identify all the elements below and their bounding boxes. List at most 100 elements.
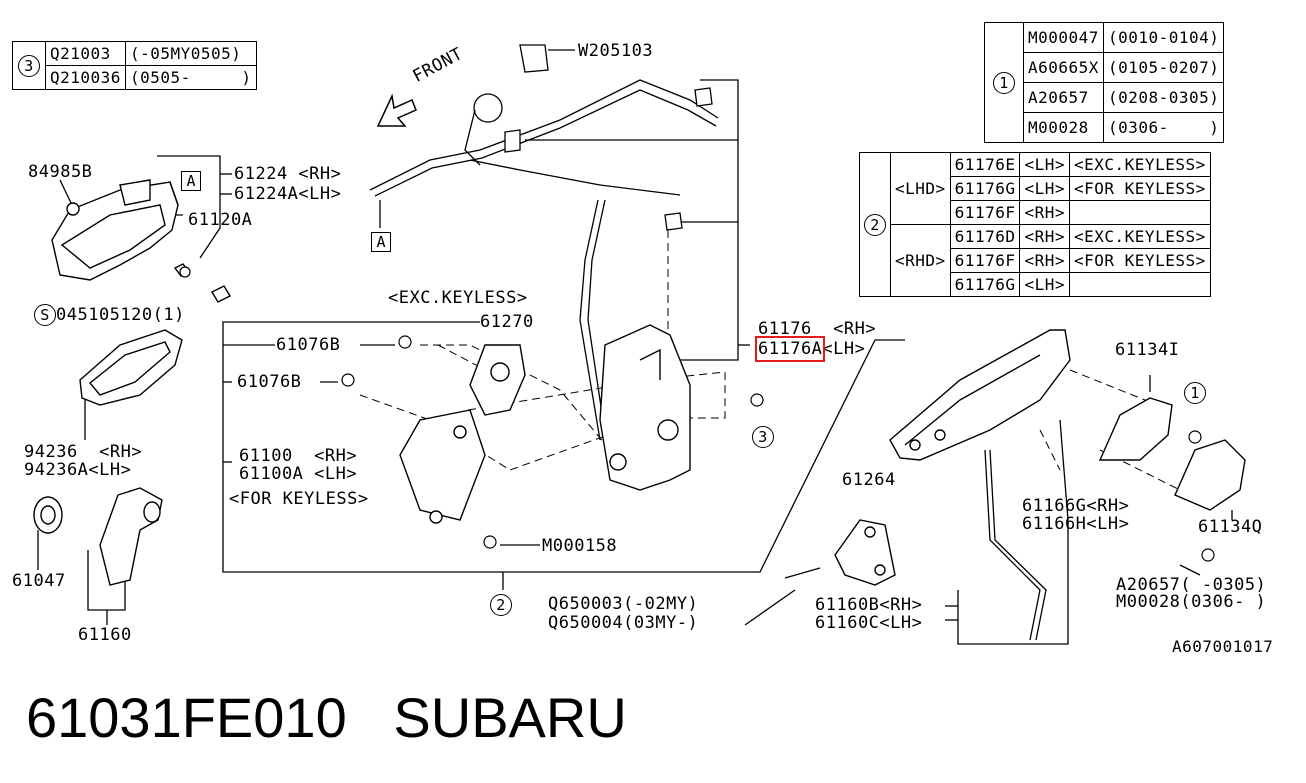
note: <EXC.KEYLESS> bbox=[1069, 224, 1211, 249]
caption-part-number: 61031FE010 bbox=[26, 686, 347, 749]
ref-box-a: A bbox=[181, 171, 201, 191]
part-number: 61176G bbox=[949, 176, 1021, 201]
label-61166h[interactable]: 61166H<LH> bbox=[1022, 514, 1130, 534]
label-94236a[interactable]: 94236A<LH> bbox=[24, 460, 132, 480]
label-q650003[interactable]: Q650003(-02MY) bbox=[548, 594, 699, 614]
group-lhd: <LHD> bbox=[890, 152, 951, 225]
label-61076b[interactable]: 61076B bbox=[276, 335, 341, 355]
front-arrow bbox=[376, 93, 417, 127]
label-m000158[interactable]: M000158 bbox=[542, 536, 618, 556]
note bbox=[1069, 200, 1211, 225]
ref-mark-1: 1 bbox=[1184, 382, 1206, 404]
label-61224a[interactable]: 61224A<LH> bbox=[234, 184, 342, 204]
note bbox=[1069, 272, 1211, 297]
table-row: M00028 (0306- ) bbox=[985, 112, 1225, 143]
caption: 61031FE010 SUBARU bbox=[26, 686, 627, 750]
part-number: 61176E bbox=[949, 152, 1021, 177]
date-range: (-05MY0505) bbox=[124, 41, 257, 66]
table-row: 61176G <LH> <FOR KEYLESS> bbox=[860, 176, 1211, 201]
table-row: 2 <LHD> 61176E <LH> <EXC.KEYLESS> bbox=[859, 152, 1211, 297]
note: <FOR KEYLESS> bbox=[1069, 176, 1211, 201]
side: <LH> bbox=[1019, 176, 1070, 201]
side: <LH> bbox=[1019, 152, 1070, 177]
table-row: A60665X (0105-0207) bbox=[985, 52, 1225, 83]
lock-61100 bbox=[399, 409, 486, 524]
cable-clips bbox=[464, 44, 713, 231]
label-61264[interactable]: 61264 bbox=[842, 470, 896, 490]
date-range: (0105-0207) bbox=[1102, 52, 1225, 83]
label-61120a[interactable]: 61120A bbox=[188, 210, 253, 230]
cable-assembly bbox=[369, 79, 1047, 641]
label-94236[interactable]: 94236 <RH> bbox=[24, 442, 143, 462]
part-number: M000047 bbox=[1023, 22, 1104, 53]
label-61160b[interactable]: 61160B<RH> bbox=[815, 595, 923, 615]
kit-frame bbox=[222, 321, 905, 573]
label-61100a[interactable]: 61100A <LH> bbox=[239, 464, 358, 484]
label-61100[interactable]: 61100 <RH> bbox=[239, 446, 358, 466]
group-rhd: <RHD> bbox=[890, 224, 951, 297]
label-61160c[interactable]: 61160C<LH> bbox=[815, 613, 923, 633]
diagram-id: A607001017 bbox=[1172, 637, 1274, 656]
table-row: <RHD> 61176D <RH> <EXC.KEYLESS> bbox=[860, 224, 1211, 297]
bracket-61160b bbox=[957, 520, 1069, 645]
leader-61224 bbox=[157, 155, 221, 259]
side: <RH> bbox=[1019, 248, 1070, 273]
date-range: (0208-0305) bbox=[1102, 82, 1225, 113]
table-ref2: 2 <LHD> 61176E <LH> <EXC.KEYLESS> 61176G… bbox=[859, 152, 1211, 297]
table-row: 1 M000047 (0010-0104) bbox=[984, 22, 1225, 143]
part-number: 61176D bbox=[949, 224, 1021, 249]
table-ref1: 1 M000047 (0010-0104) A60665X (0105-0207… bbox=[984, 22, 1225, 143]
part-number: Q210036 bbox=[45, 65, 126, 90]
date-range: (0505- ) bbox=[124, 65, 257, 90]
label-61176[interactable]: 61176 <RH> bbox=[758, 319, 877, 339]
label-61224[interactable]: 61224 <RH> bbox=[234, 164, 342, 184]
note: <EXC.KEYLESS> bbox=[1069, 152, 1211, 177]
part-number: Q21003 bbox=[45, 41, 126, 66]
label-61160[interactable]: 61160 bbox=[78, 625, 132, 645]
bracket-61176 bbox=[680, 79, 739, 361]
table-row: 61176G <LH> bbox=[860, 272, 1211, 297]
leader-84985b bbox=[59, 179, 73, 206]
striker-61264 bbox=[834, 519, 896, 586]
table-row: 61176F <RH> <FOR KEYLESS> bbox=[860, 248, 1211, 273]
label-exc-keyless: <EXC.KEYLESS> bbox=[388, 288, 528, 308]
label-61166g[interactable]: 61166G<RH> bbox=[1022, 496, 1130, 516]
ref-mark-3: 3 bbox=[18, 54, 40, 77]
caption-brand: SUBARU bbox=[393, 686, 627, 749]
ref-box-a: A bbox=[371, 232, 391, 252]
screw-mark: S bbox=[34, 304, 56, 326]
outer-handle-61134 bbox=[889, 329, 1246, 511]
ref-mark-2: 2 bbox=[490, 594, 512, 616]
note: <FOR KEYLESS> bbox=[1069, 248, 1211, 273]
part-number: 61176G bbox=[949, 272, 1021, 297]
part-number: 61176F bbox=[949, 200, 1021, 225]
label-84985b[interactable]: 84985B bbox=[28, 162, 93, 182]
seal-94236 bbox=[79, 329, 183, 406]
table-row: Q210036 (0505- ) bbox=[13, 65, 257, 90]
part-number: A20657 bbox=[1023, 82, 1104, 113]
ref-mark-3: 3 bbox=[752, 426, 774, 448]
ref-mark-1: 1 bbox=[993, 71, 1015, 94]
label-w205103[interactable]: W205103 bbox=[578, 41, 654, 61]
actuator-61270 bbox=[469, 344, 526, 416]
label-q650004[interactable]: Q650004(03MY-) bbox=[548, 613, 699, 633]
bolts bbox=[179, 266, 1215, 579]
label-61176a-highlighted[interactable]: 61176A bbox=[754, 336, 826, 362]
label-61176a-side: <LH> bbox=[822, 339, 866, 359]
label-m00028[interactable]: M00028(0306- ) bbox=[1116, 592, 1267, 612]
label-screw[interactable]: 045105120(1) bbox=[56, 305, 185, 325]
grommet-61047 bbox=[33, 496, 63, 534]
date-range: (0306- ) bbox=[1102, 112, 1225, 143]
rod-61160 bbox=[99, 487, 163, 586]
label-61270[interactable]: 61270 bbox=[480, 312, 534, 332]
part-number: 61176F bbox=[949, 248, 1021, 273]
side: <RH> bbox=[1019, 224, 1070, 249]
label-61134q[interactable]: 61134Q bbox=[1198, 517, 1263, 537]
label-a20657[interactable]: A20657( -0305) bbox=[1116, 575, 1267, 595]
date-range: (0010-0104) bbox=[1102, 22, 1225, 53]
label-61134i[interactable]: 61134I bbox=[1115, 340, 1180, 360]
label-61076b[interactable]: 61076B bbox=[237, 372, 302, 392]
table-ref3: 3 Q21003 (-05MY0505) Q210036 (0505- ) bbox=[12, 41, 257, 90]
label-61047[interactable]: 61047 bbox=[12, 571, 66, 591]
